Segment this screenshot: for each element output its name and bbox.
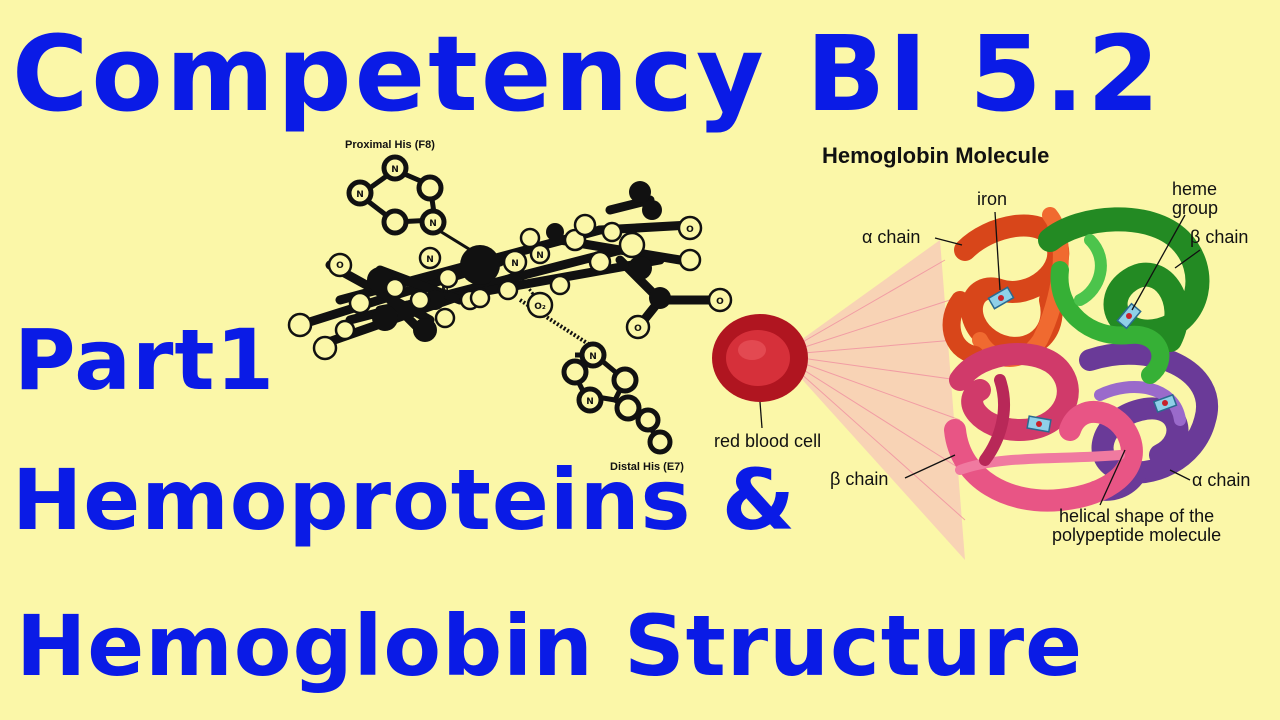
heme-light-atoms [287,213,733,361]
iron-atom [460,245,500,285]
svg-text:O₂: O₂ [534,302,546,312]
svg-text:O: O [716,297,724,307]
svg-text:O: O [336,261,344,271]
hemoglobin-heading: Hemoglobin Molecule [822,143,1050,168]
svg-text:N: N [586,397,594,407]
beta-chain-top-label: β chain [1190,227,1249,247]
svg-text:O: O [634,324,642,334]
magnification-beam [780,240,965,560]
proximal-his-label: Proximal His (F8) [345,139,435,151]
main-title: Competency BI 5.2 [12,13,1163,135]
heme-groups [987,286,1178,433]
topic-line-1: Hemoproteins & [12,451,796,549]
alpha-chain-left-label: α chain [862,227,921,247]
beta-chain-bottom-label: β chain [830,469,889,489]
red-blood-cell-label: red blood cell [714,431,822,451]
svg-text:O: O [686,225,694,235]
proximal-histidine-ring [346,154,447,236]
beam-lines [779,259,966,521]
distal-histidine-ring [561,341,673,455]
svg-text:N: N [589,352,597,362]
alpha-chain-right-label: α chain [1192,470,1251,490]
iron-label: iron [977,189,1008,209]
svg-text:N: N [356,190,364,200]
heme-group-label: heme group [1172,179,1219,218]
distal-his-label: Distal His (E7) [610,461,684,473]
svg-text:N: N [391,165,399,175]
svg-text:N: N [426,255,434,265]
label-leader-lines [759,211,1201,506]
svg-text:N: N [536,251,544,261]
heme-atom-letters: N N N O N N N N O₂ N N O O O [336,165,724,407]
part-label: Part1 [14,311,276,409]
svg-text:N: N [429,219,437,229]
beta-chain-green [1038,207,1210,384]
svg-text:N: N [511,259,519,269]
svg-text:N: N [441,286,449,296]
topic-line-2: Hemoglobin Structure [16,597,1084,695]
helical-shape-label: helical shape of the polypeptide molecul… [1052,506,1222,545]
